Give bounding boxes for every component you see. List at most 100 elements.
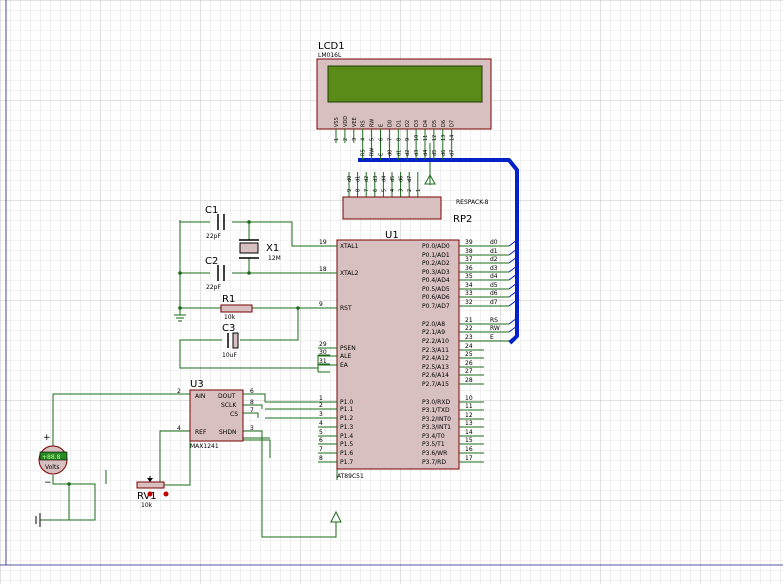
mcu-net-label: d1 [490, 248, 498, 255]
lcd-pin-name: D3 [414, 120, 420, 127]
mcu-right-pin-number: 26 [465, 360, 473, 367]
adc-body [189, 389, 244, 442]
mcu-right-pin-number: 38 [465, 248, 473, 255]
mcu-left-pin-number: 30 [319, 349, 327, 356]
mcu-right-pin-name: P3.7/RD [422, 459, 446, 466]
mcu-net-label: d5 [490, 282, 498, 289]
c1-value: 22pF [206, 233, 221, 240]
lcd-pin-number: 9 [405, 138, 411, 141]
lcd-net-label: d2 [405, 150, 411, 156]
lcd-pin-number: 5 [370, 138, 376, 141]
c3-value: 10uF [222, 352, 237, 359]
lcd-pin-name: D6 [441, 120, 447, 127]
svg-text:DOUT: DOUT [218, 393, 236, 400]
mcu-net-label: d0 [490, 239, 498, 246]
mcu-left-pin-number: 3 [319, 411, 323, 418]
mcu-component[interactable]: U1 AT89C51 19XTAL118XTAL29RST29PSEN30ALE… [318, 230, 500, 480]
bus-entries [508, 239, 518, 342]
mcu-right-pin-number: 15 [465, 437, 473, 444]
mcu-net-label: d6 [490, 290, 498, 297]
power-arrow-icon [424, 173, 436, 185]
lcd-net-label: d3 [414, 150, 420, 156]
lcd-pin-number: 2 [343, 138, 349, 141]
mcu-right-pin-name: P2.0/A8 [422, 321, 445, 328]
mcu-right-pin-name: P0.1/AD1 [422, 252, 450, 259]
mcu-right-pin-number: 10 [465, 395, 473, 402]
mcu-right-pin-name: P0.3/AD3 [422, 269, 450, 276]
voltmeter-display [39, 451, 68, 461]
lcd-net-label: d1 [396, 150, 402, 156]
capacitor-c3[interactable]: C3 10uF [222, 323, 239, 359]
mcu-left-pin-number: 19 [319, 239, 327, 246]
voltmeter[interactable]: + +88.8 Volts − [38, 433, 68, 488]
svg-text:2: 2 [177, 388, 181, 395]
mcu-left-pin-number: 5 [319, 429, 323, 436]
lcd-net-label: RS [361, 149, 367, 156]
svg-text:SHDN: SHDN [219, 429, 236, 436]
mcu-right-pin-name: P3.1/TXD [422, 407, 450, 414]
mcu-left-pin-name: EA [340, 362, 349, 369]
mcu-left-pin-name: P1.7 [340, 459, 353, 466]
mcu-left-pin-name: P1.5 [340, 441, 353, 448]
respack-pin-number: 8 [356, 189, 362, 192]
lcd-pin-name: E [379, 124, 385, 127]
lcd-net-label: RW [370, 148, 376, 156]
lcd-pin-name: VSS [334, 117, 340, 127]
mcu-left-pin-name: XTAL1 [340, 243, 359, 250]
mcu-left-pin-number: 6 [319, 437, 323, 444]
mcu-left-pin-name: P1.0 [340, 399, 353, 406]
lcd-pin-number: 4 [361, 138, 367, 141]
lcd-pin-name: RS [361, 120, 367, 127]
lcd-pin-number: 1 [334, 138, 340, 141]
potentiometer-rv1[interactable]: RV1 10k [136, 476, 169, 509]
r1-value: 10k [224, 314, 236, 321]
respack-part: RESPACK-8 [456, 199, 489, 206]
svg-text:8: 8 [250, 399, 254, 406]
mcu-right-pin-number: 25 [465, 351, 473, 358]
svg-text:SCLK: SCLK [221, 402, 237, 409]
svg-text:AIN: AIN [195, 393, 205, 400]
lcd-pin-name: D1 [396, 120, 402, 127]
mcu-body [336, 239, 460, 470]
lcd-screen [327, 65, 483, 103]
lcd-pin-number: 12 [432, 135, 438, 141]
x1-ref: X1 [266, 243, 279, 254]
mcu-net-label: d3 [490, 265, 498, 272]
mcu-right-pin-name: P0.0/AD0 [422, 243, 450, 250]
resistor-r1[interactable]: R1 10k [220, 294, 253, 321]
mcu-right-pin-name: P3.6/WR [422, 450, 447, 457]
respack-pin-number: 3 [399, 189, 405, 192]
mcu-left-pin-name: P1.2 [340, 415, 353, 422]
svg-text:3: 3 [250, 425, 254, 432]
lcd-pin-name: D2 [405, 120, 411, 127]
mcu-left-pin-number: 18 [319, 266, 327, 273]
adc-component[interactable]: U3 MAX1241 2 AIN 4 REF DOUT 6 SCLK 8 CS … [177, 379, 254, 450]
mcu-net-label: E [490, 334, 494, 341]
capacitor-c1[interactable]: C1 22pF [205, 205, 225, 240]
ground-icon [174, 314, 186, 322]
respack-net-label: d0 [347, 176, 353, 182]
mcu-right-pin-name: P2.4/A12 [422, 355, 449, 362]
svg-text:+: + [43, 433, 51, 443]
mcu-left-pin-number: 31 [319, 358, 327, 365]
c2-ref: C2 [205, 256, 218, 267]
mcu-right-pin-name: P2.7/A15 [422, 381, 449, 388]
lcd-pin-number: 14 [450, 135, 456, 141]
battery-icon [35, 513, 41, 527]
rv1-adjust-down-icon[interactable] [147, 491, 153, 497]
rv1-adjust-up-icon[interactable] [163, 491, 169, 497]
mcu-left-pin-name: P1.4 [340, 433, 353, 440]
mcu-left-pin-name: ALE [340, 353, 351, 360]
lcd-component[interactable]: LCD1 LM016L VSS1VDD2VEE3RS4RW5E6D07D18D2… [316, 41, 492, 143]
respack-ref: RP2 [453, 214, 472, 225]
svg-text:4: 4 [177, 425, 181, 432]
mcu-right-pin-number: 35 [465, 273, 473, 280]
capacitor-c2[interactable]: C2 22pF [205, 256, 225, 291]
crystal-x1[interactable]: X1 12M [239, 239, 281, 262]
mcu-left-pins: 19XTAL118XTAL29RST29PSEN30ALE31EA1P1.02P… [318, 239, 359, 466]
mcu-right-pin-name: P2.1/A9 [422, 329, 445, 336]
mcu-right-pin-number: 36 [465, 265, 473, 272]
